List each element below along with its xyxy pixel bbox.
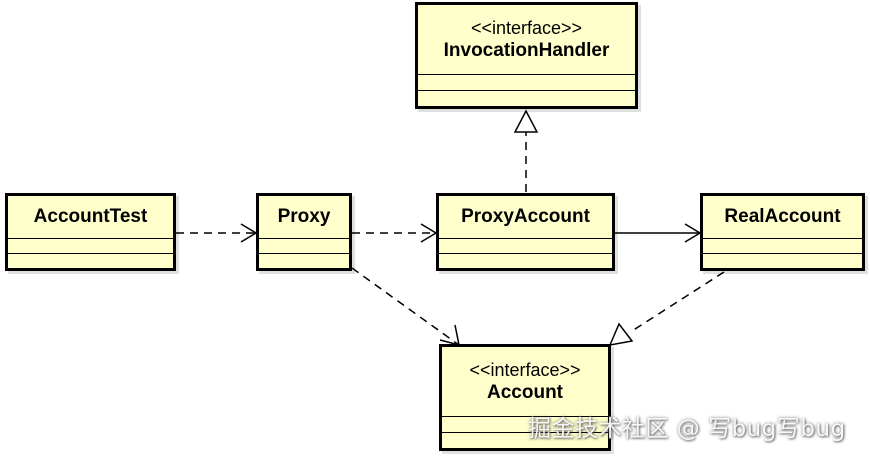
class-header: AccountTest [8, 196, 173, 239]
attributes-compartment [439, 239, 612, 254]
hollow-triangle-invocationhandler [513, 109, 539, 133]
stereotype-label: <<interface>> [470, 17, 583, 38]
class-header: RealAccount [703, 196, 862, 239]
attributes-compartment [259, 239, 349, 254]
attributes-compartment [418, 75, 635, 91]
class-realaccount: RealAccount [700, 193, 865, 271]
operations-compartment [703, 254, 862, 268]
class-header: <<interface>> InvocationHandler [418, 5, 635, 75]
operations-compartment [439, 254, 612, 268]
class-name: AccountTest [33, 206, 148, 227]
class-accounttest: AccountTest [5, 193, 176, 271]
hollow-triangle-account [608, 322, 634, 346]
attributes-compartment [8, 239, 173, 254]
class-proxy: Proxy [256, 193, 352, 271]
open-arrowhead-account [439, 324, 460, 347]
class-name: ProxyAccount [461, 206, 590, 227]
attributes-compartment [703, 239, 862, 254]
class-header: Proxy [259, 196, 349, 239]
operations-compartment [8, 254, 173, 268]
class-proxyaccount: ProxyAccount [436, 193, 615, 271]
class-invocationhandler: <<interface>> InvocationHandler [415, 2, 638, 109]
class-account: <<interface>> Account [439, 344, 611, 451]
class-name: Proxy [277, 206, 331, 227]
class-name: Account [487, 381, 563, 403]
dependency-proxy-account [351, 267, 460, 346]
watermark-text: 掘金技术社区 @ 写bug写bug [528, 416, 846, 442]
stereotype-label: <<interface>> [469, 359, 581, 380]
realization-realaccount-account [631, 271, 725, 332]
attributes-compartment [442, 417, 608, 433]
class-header: ProxyAccount [439, 196, 612, 239]
class-name: InvocationHandler [443, 39, 610, 61]
class-header: <<interface>> Account [442, 347, 608, 417]
operations-compartment [259, 254, 349, 268]
class-name: RealAccount [724, 206, 841, 227]
operations-compartment [418, 91, 635, 106]
